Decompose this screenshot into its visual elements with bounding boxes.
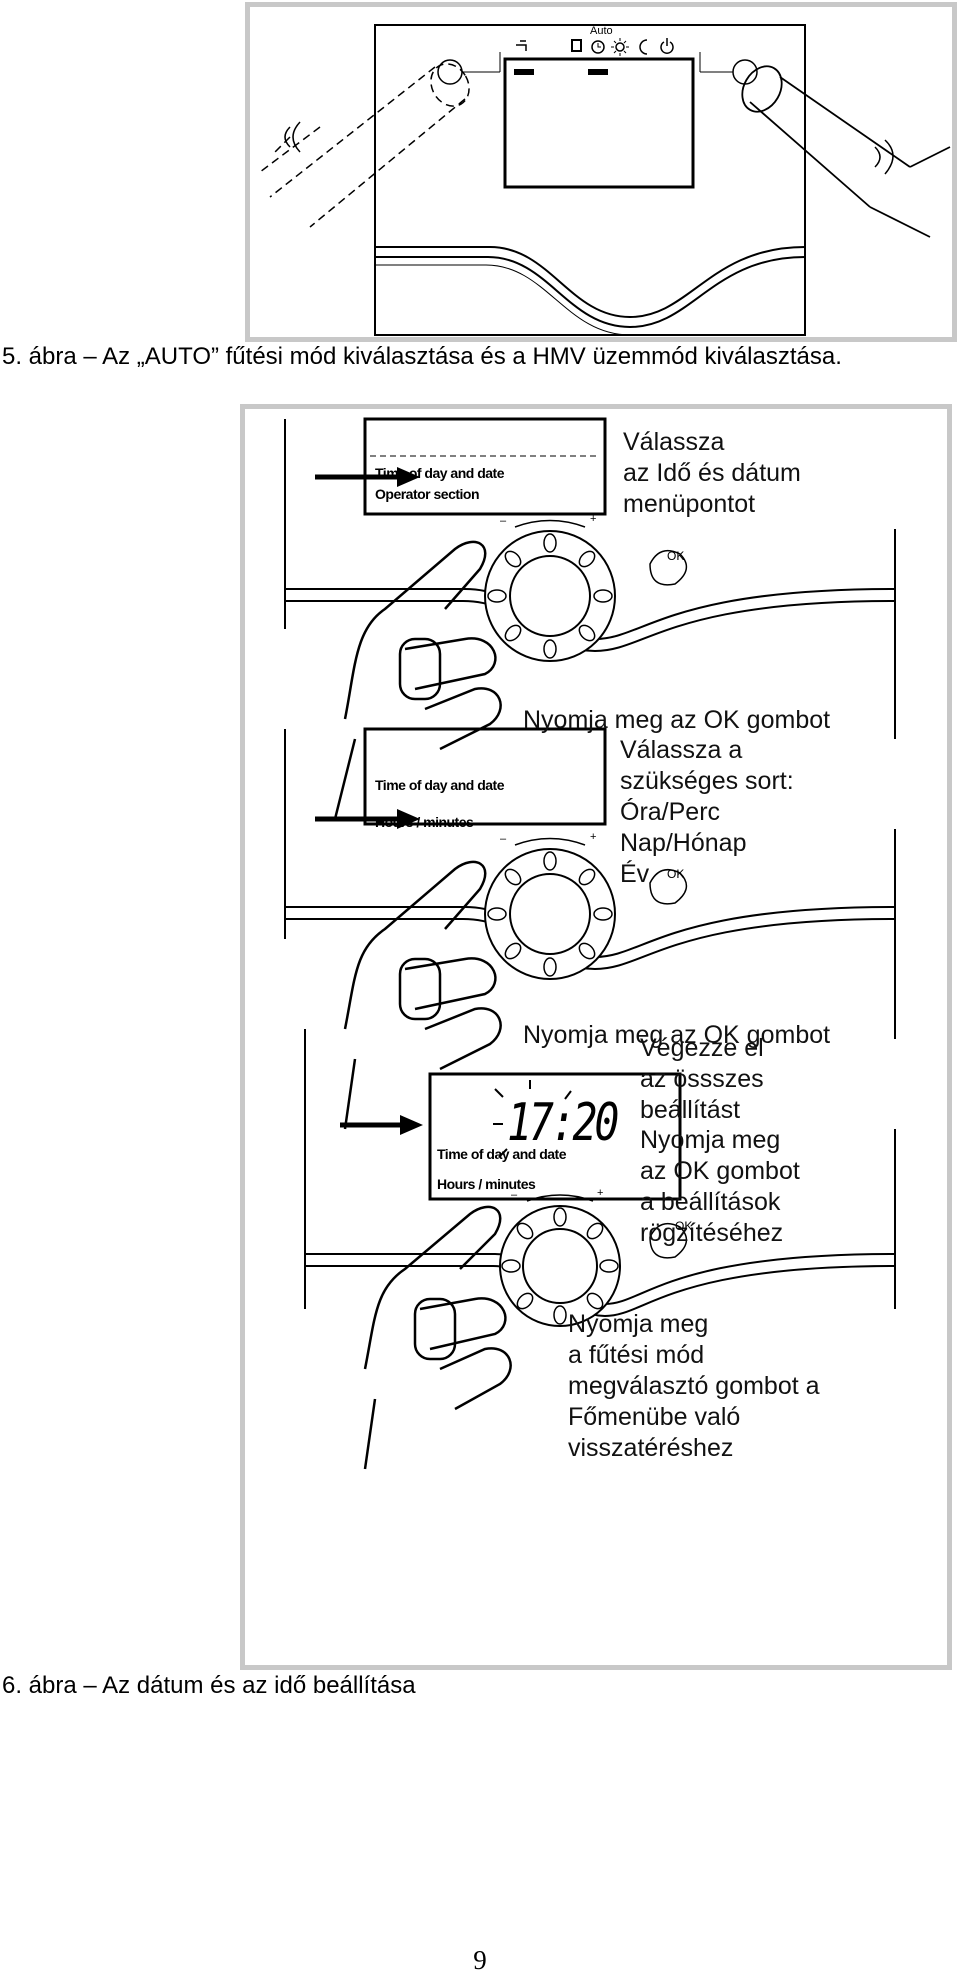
sun-icon (611, 38, 629, 56)
moon-icon (639, 39, 648, 55)
radiator-icon (571, 39, 582, 52)
figure-5-illustration: Auto (245, 2, 957, 342)
step3-dial-minus: – (511, 1189, 518, 1201)
step3-drawing (304, 1029, 896, 1470)
step1-press-ok: Nyomja meg az OK gombot (523, 706, 831, 734)
step3-lcd-line2: Hours / minutes (437, 1176, 536, 1192)
auto-label: Auto (590, 25, 613, 37)
step1-dial-minus: – (500, 515, 507, 527)
step3-annotation-top: Végezze el az össszes beállítást (640, 1034, 764, 1124)
step1-annotation: Válassza az Idő és dátum menüpontot (623, 428, 801, 518)
step1-lcd-line1: Time of day and date (375, 465, 505, 481)
figure-6-illustration: Time of day and date Operator section Vá… (240, 404, 952, 1670)
tap-icon (516, 40, 527, 51)
step2-press-ok: Nyomja meg az OK gombot (523, 1021, 831, 1049)
step1-ok-label: OK (667, 549, 685, 563)
step2-lcd-line2: Hours / minutes (375, 814, 474, 830)
clock-icon (591, 40, 605, 54)
figure-6-caption: 6. ábra – Az dátum és az idő beállítása (2, 1672, 416, 1699)
step3-ok-label: OK (675, 1219, 693, 1233)
step2-dial-plus: + (590, 831, 597, 843)
power-icon (660, 38, 674, 54)
step1-drawing (284, 417, 896, 820)
controller-drawing (259, 24, 951, 336)
step3-annotation-bottom: Nyomja meg a fűtési mód megválasztó gomb… (568, 1310, 820, 1462)
step2-ok-label: OK (667, 867, 685, 881)
step3-annotation-mid: Nyomja meg az OK gombot a beállítások rö… (640, 1126, 800, 1247)
left-hand-drawing (259, 63, 470, 228)
step3-dial-plus: + (597, 1187, 604, 1199)
right-hand-drawing (741, 65, 951, 238)
step1-lcd-line2: Operator section (375, 486, 480, 502)
step2-dial-minus: – (500, 833, 507, 845)
settings-steps-drawing (284, 417, 896, 1470)
step3-lcd-line1: Time of day and date (437, 1146, 567, 1162)
step3-lcd-time: 17:20 (507, 1093, 619, 1153)
step1-dial-plus: + (590, 513, 597, 525)
step2-lcd-line1: Time of day and date (375, 777, 505, 793)
page-number: 9 (473, 1945, 487, 1975)
step2-annotation: Válassza a szükséges sort: Óra/Perc Nap/… (620, 736, 794, 888)
step2-drawing (284, 727, 896, 1130)
figure-5-caption: 5. ábra – Az „AUTO” fűtési mód kiválaszt… (2, 343, 842, 370)
